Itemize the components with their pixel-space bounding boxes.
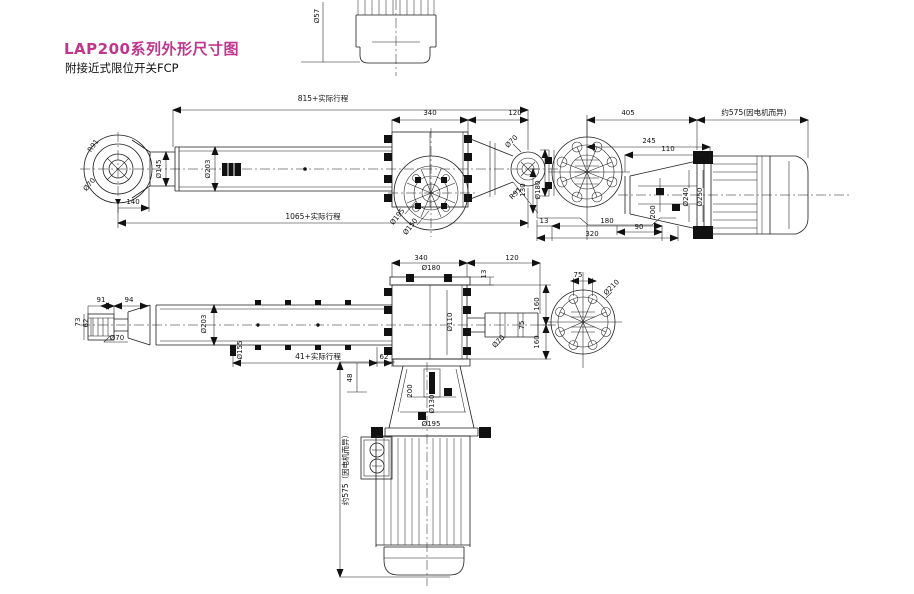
label-dim-130: 130 — [519, 183, 527, 196]
label-dia-180-view2: Ø180 — [422, 264, 441, 272]
label-dim-75-rod: 75 — [518, 321, 526, 330]
motor-view2 — [360, 362, 471, 586]
motor-side-view1 — [618, 155, 852, 235]
label-dim-94: 94 — [125, 296, 134, 304]
label-dia-70-rear-clevis: Ø70 — [504, 134, 520, 150]
label-motor-callout-1: Ø195 — [388, 207, 406, 227]
label-dim-120-view2: 120 — [505, 254, 518, 262]
label-dim-320: 320 — [585, 230, 598, 238]
terminal-box — [360, 436, 393, 480]
label-dim-73: 73 — [74, 318, 82, 327]
label-dim-1065-stroke: 1065+实际行程 — [285, 211, 341, 221]
label-dia-203-view1: Ø203 — [204, 160, 212, 179]
label-dim-90: 90 — [635, 223, 644, 231]
label-dia-155: Ø155 — [236, 341, 244, 360]
cable-gland — [369, 442, 385, 458]
gearbox-view1 — [384, 131, 472, 208]
drawing-title: LAP200系列外形尺寸图 — [64, 40, 239, 58]
label-dim-575-right: 约575(因电机而异) — [721, 107, 786, 117]
label-dim-180-flange: 180 — [600, 217, 613, 225]
label-dim-91: 91 — [97, 296, 106, 304]
label-dim-120-view1: 120 — [508, 109, 521, 117]
gearbox-view2 — [384, 274, 471, 360]
dimensions-view2 — [83, 259, 551, 578]
dimensions-view1-rear — [536, 116, 809, 242]
label-dim-160-upper: 160 — [533, 297, 541, 310]
label-dia-203-view2: Ø203 — [200, 315, 208, 334]
label-dia-70-rodend-left: Ø70 — [110, 334, 124, 342]
label-dim-62-left: 62 — [82, 319, 90, 328]
motor-fins-top — [357, 0, 435, 15]
label-dim-200-right: 200 — [649, 205, 657, 218]
label-dim-405: 405 — [621, 109, 634, 117]
cable-gland — [369, 458, 385, 474]
label-dim-48: 48 — [346, 374, 354, 383]
label-dim-41-stroke: 41+实际行程 — [295, 351, 341, 361]
label-dim-200-view2: 200 — [406, 384, 414, 397]
label-dim-140: 140 — [126, 198, 139, 206]
label-dia-130-view2: Ø130 — [428, 395, 436, 414]
rear-clevis-view1 — [467, 137, 546, 201]
label-dia-70-rod-right: Ø70 — [491, 334, 507, 350]
label-dim-340-view2: 340 — [414, 254, 427, 262]
dimensions-view1 — [115, 106, 539, 228]
centerline-dot — [303, 167, 307, 171]
mount-stud — [230, 345, 236, 356]
label-dim-245: 245 — [642, 137, 655, 145]
label-rad-91-front: R91 — [86, 138, 100, 154]
label-dim-815-stroke: 815+实际行程 — [298, 93, 349, 103]
label-dim-13-flange: 13 — [540, 217, 549, 225]
label-dim-13-view2: 13 — [480, 270, 488, 279]
proximity-switch — [222, 163, 241, 176]
drawing-subtitle: 附接近式限位开关FCP — [65, 61, 179, 75]
label-dim-62-bottom: 62 — [380, 353, 389, 361]
dimensions-view2-circle — [570, 277, 613, 299]
label-dim-110: 110 — [661, 145, 674, 153]
label-dia-180-flange: Ø180 — [534, 181, 542, 200]
label-dia-240: Ø240 — [682, 188, 690, 207]
view2-flange-circle — [548, 272, 622, 368]
view2-side-view — [80, 259, 556, 586]
view1-side-view — [80, 106, 558, 237]
label-dim-575-vertical: 约575（因电机而异） — [340, 431, 350, 505]
label-dim-75-circle: 75 — [574, 271, 583, 279]
motor-top-partial-view — [301, 0, 437, 76]
label-dia-57-top: Ø57 — [313, 9, 321, 23]
outer-tube-view2 — [156, 300, 392, 356]
label-dia-195-view2: Ø195 — [422, 420, 441, 428]
label-dia-110: Ø110 — [446, 313, 454, 332]
label-dia-250: Ø250 — [696, 188, 704, 207]
label-dim-160-lower: 160 — [533, 335, 541, 348]
label-dia-145: Ø145 — [155, 160, 163, 179]
view1-rear-flange-motor — [536, 115, 852, 242]
label-dia-210: Ø210 — [602, 278, 621, 297]
label-dim-340-view1: 340 — [423, 109, 436, 117]
rod-end-right — [467, 312, 539, 338]
motor-end-view1 — [388, 128, 478, 237]
